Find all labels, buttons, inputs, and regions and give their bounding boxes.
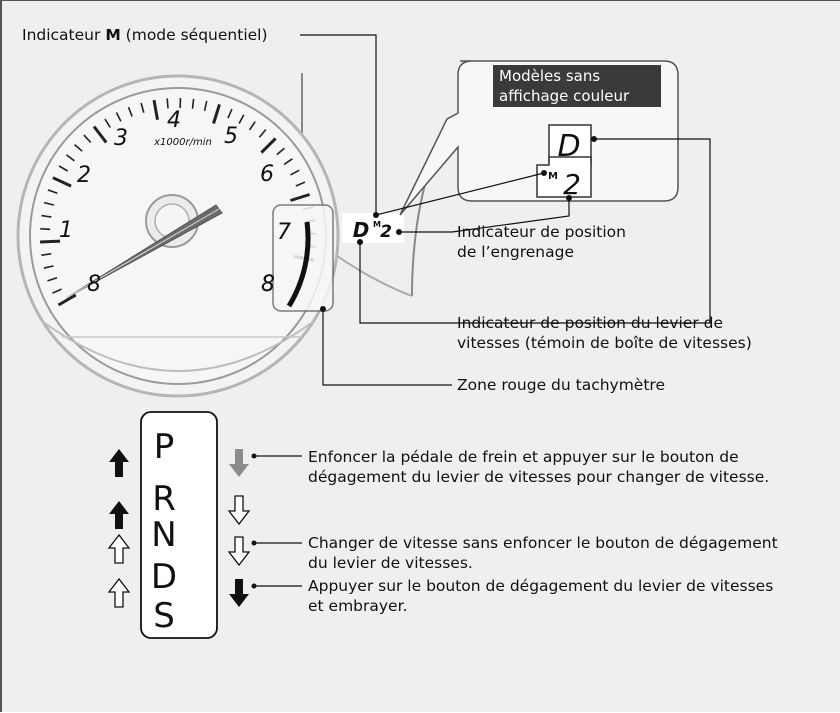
inset-title-line1: Modèles sans: [499, 66, 655, 86]
label-lever-position: Indicateur de position du levier de vite…: [457, 313, 752, 353]
tacho-tick: [40, 229, 50, 230]
arrow-up-white-1: [109, 535, 129, 563]
right-arrows: [229, 449, 249, 607]
tacho-tick: [167, 98, 168, 108]
left-arrows: [109, 449, 129, 607]
gate-letter-s: S: [134, 598, 194, 634]
arrow-down-white-1: [229, 496, 249, 524]
gate-letter-n: N: [134, 517, 194, 553]
arrow-down-black: [229, 579, 249, 607]
tacho-number-2: 2: [77, 163, 91, 188]
legend-leaders: [254, 456, 302, 586]
tacho-number-3: 3: [114, 126, 128, 151]
label-m-indicator: Indicateur M (mode séquentiel): [22, 25, 268, 45]
inset-gear-number: 2: [563, 168, 581, 201]
tacho-tick: [193, 99, 194, 109]
tacho-number-5: 5: [224, 124, 238, 149]
legend-leader-dots: [252, 454, 257, 589]
tacho-number-1: 1: [59, 218, 73, 243]
inset-title: Modèles sans affichage couleur: [493, 65, 661, 107]
tacho-tick: [40, 241, 60, 242]
arrow-up-white-2: [109, 579, 129, 607]
gate-letter-r: R: [134, 481, 194, 517]
tacho-number-7-front: 7: [277, 220, 291, 245]
tacho-number-0: 8: [87, 272, 101, 297]
arrow-up-black-1: [109, 449, 129, 477]
legend-black-arrow: Appuyer sur le bouton de dégagement du l…: [308, 576, 773, 616]
arrow-up-black-2: [109, 501, 129, 529]
inset-gear-letter: D: [557, 129, 580, 164]
leader-redzone: [323, 309, 452, 385]
gate-letter-d: D: [134, 559, 194, 595]
label-gear-position: Indicateur de position de l’engrenage: [457, 222, 626, 262]
leader-lever-pos: [360, 242, 452, 323]
inset-mode-letter: M: [548, 171, 558, 182]
label-redzone: Zone rouge du tachymètre: [457, 375, 665, 395]
tacho-unit: x1000r/min: [153, 137, 212, 148]
arrow-down-white-2: [229, 537, 249, 565]
tacho-number-8-front: 8: [261, 272, 275, 297]
tacho-number-4: 4: [167, 108, 181, 133]
legend-white-arrow: Changer de vitesse sans enfoncer le bout…: [308, 533, 778, 573]
legend-gray-arrow: Enfoncer la pédale de frein et appuyer s…: [308, 447, 769, 487]
tacho-number-6: 6: [260, 162, 274, 187]
arrow-down-gray: [229, 449, 249, 477]
dash-gear-letter: D: [353, 218, 370, 242]
gate-letter-p: P: [134, 429, 194, 465]
dash-gear-number: 2: [380, 222, 392, 242]
inset-title-line2: affichage couleur: [499, 86, 655, 106]
dash-curve-lower: [330, 251, 412, 296]
